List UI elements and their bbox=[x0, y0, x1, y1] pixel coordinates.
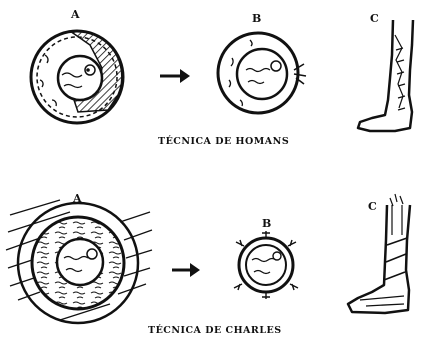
homans-label-c: C bbox=[370, 13, 379, 24]
charles-caption: TÉCNICA DE CHARLES bbox=[148, 325, 282, 336]
homans-label-a: A bbox=[71, 9, 80, 20]
charles-leg-c bbox=[348, 194, 410, 313]
homans-section-b bbox=[218, 33, 306, 113]
homans-label-b: B bbox=[252, 13, 261, 24]
arrow-icon bbox=[160, 69, 190, 83]
arrow-icon bbox=[172, 263, 200, 277]
charles-label-b: B bbox=[262, 218, 271, 229]
homans-leg-c bbox=[358, 20, 413, 131]
charles-label-a: A bbox=[73, 193, 82, 204]
charles-label-c: C bbox=[368, 201, 377, 212]
homans-caption: TÉCNICA DE HOMANS bbox=[158, 136, 289, 147]
homans-section-a bbox=[31, 31, 123, 123]
charles-section-a bbox=[6, 200, 152, 323]
charles-section-b bbox=[234, 231, 298, 299]
